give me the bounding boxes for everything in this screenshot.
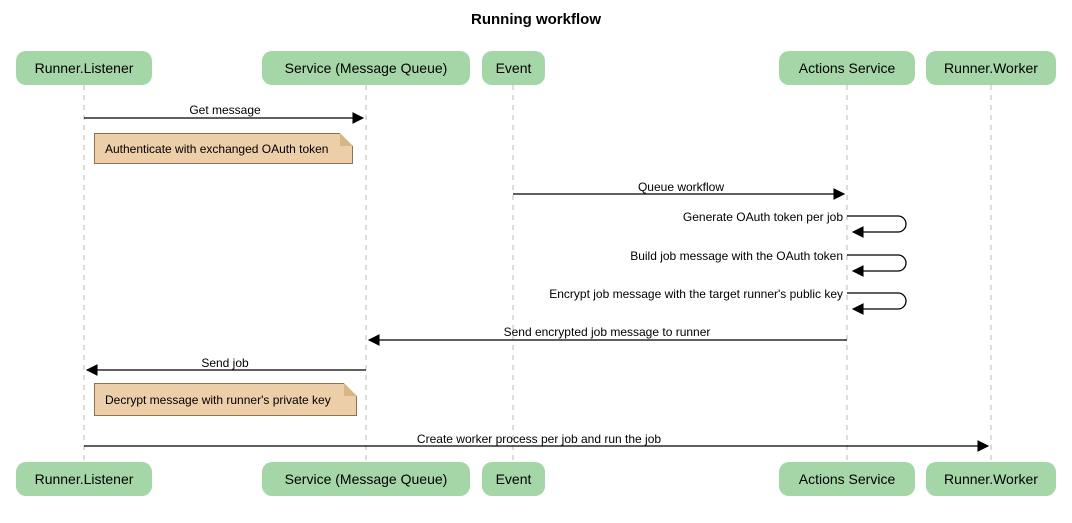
participant-bottom-service-message-queue: Service (Message Queue) xyxy=(262,462,470,496)
message-label-create-worker-process: Create worker process per job and run th… xyxy=(416,432,662,446)
diagram-title: Running workflow xyxy=(471,11,601,28)
participant-label: Runner.Worker xyxy=(944,471,1038,487)
self-arrow-encrypt-job-message xyxy=(847,292,907,315)
note-label: Authenticate with exchanged OAuth token xyxy=(105,141,329,156)
participant-label: Service (Message Queue) xyxy=(284,60,448,76)
participant-top-runner-worker: Runner.Worker xyxy=(926,51,1056,85)
participant-bottom-actions-service: Actions Service xyxy=(779,462,915,496)
participant-label: Event xyxy=(495,471,532,487)
message-label-queue-workflow: Queue workflow xyxy=(637,180,725,194)
self-arrow-build-job-message xyxy=(847,254,907,277)
participant-label: Event xyxy=(495,60,532,76)
self-arrow-generate-oauth-token xyxy=(847,215,907,238)
participant-label: Runner.Worker xyxy=(944,60,1038,76)
participant-top-event: Event xyxy=(482,51,545,85)
participant-label: Service (Message Queue) xyxy=(284,471,448,487)
participant-top-service-message-queue: Service (Message Queue) xyxy=(262,51,470,85)
participant-bottom-runner-worker: Runner.Worker xyxy=(926,462,1056,496)
participant-label: Actions Service xyxy=(798,60,896,76)
participant-top-actions-service: Actions Service xyxy=(779,51,915,85)
note-authenticate-oauth: Authenticate with exchanged OAuth token xyxy=(94,133,353,164)
note-decrypt-message: Decrypt message with runner's private ke… xyxy=(94,383,357,416)
message-label-send-job: Send job xyxy=(201,356,249,370)
participant-bottom-runner-listener: Runner.Listener xyxy=(16,462,152,496)
message-label-encrypt-job-message: Encrypt job message with the target runn… xyxy=(549,287,843,301)
note-label: Decrypt message with runner's private ke… xyxy=(105,392,331,407)
participant-label: Runner.Listener xyxy=(34,60,134,76)
participant-label: Actions Service xyxy=(798,471,896,487)
message-label-send-encrypted-job-message: Send encrypted job message to runner xyxy=(503,325,711,339)
message-label-generate-oauth-token: Generate OAuth token per job xyxy=(682,210,843,224)
participant-bottom-event: Event xyxy=(482,462,545,496)
message-label-get-message: Get message xyxy=(189,103,261,117)
participant-label: Runner.Listener xyxy=(34,471,134,487)
message-label-build-job-message: Build job message with the OAuth token xyxy=(630,249,843,263)
participant-top-runner-listener: Runner.Listener xyxy=(16,51,152,85)
